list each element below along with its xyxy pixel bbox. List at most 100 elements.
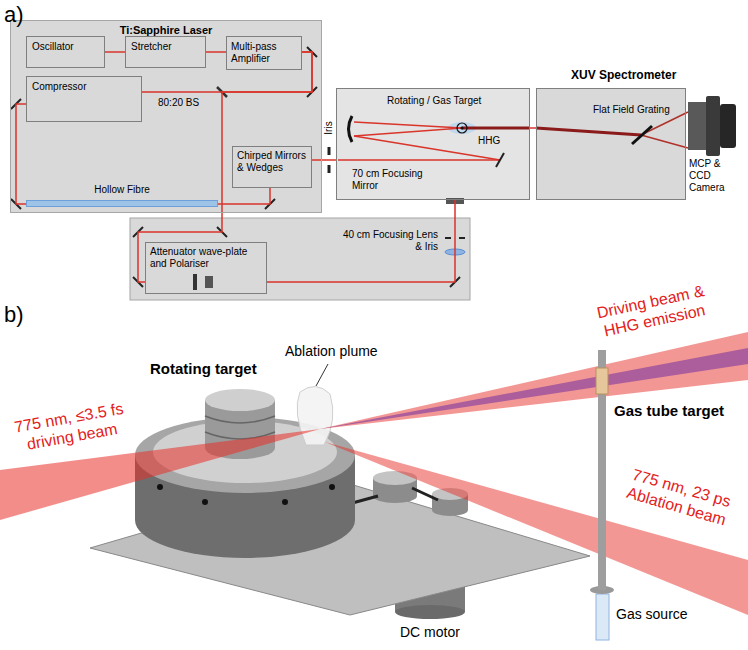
- beam-path: [206, 51, 226, 53]
- part-label: DC motor: [400, 624, 460, 641]
- beam-splitter: [217, 87, 227, 97]
- component-box: Compressor: [26, 76, 142, 122]
- lens-symbol: [445, 249, 465, 255]
- chamber-optics: [496, 153, 504, 167]
- camera-symbol: [688, 96, 736, 156]
- chamber-optics: [354, 136, 500, 160]
- rotating-target: [205, 400, 275, 448]
- ablation-plume: [297, 386, 333, 445]
- rotating-target: [153, 421, 337, 483]
- camera-symbol: [720, 104, 736, 148]
- pulley: [373, 478, 417, 496]
- component-label: MCP & CCD Camera: [689, 158, 743, 194]
- spectrometer-optics: [632, 126, 652, 144]
- base-plate: [90, 478, 590, 615]
- rotating-target: [135, 482, 355, 558]
- component-label: 80:20 BS: [158, 97, 199, 109]
- component-box: Multi-pass Amplifier: [226, 36, 302, 70]
- box-label: Oscillator: [32, 41, 99, 53]
- rotating-target: [135, 389, 355, 558]
- box-fill: [26, 200, 218, 207]
- box-fill: [10, 20, 322, 213]
- spectrometer-optics: [536, 128, 641, 135]
- pulley: [432, 504, 468, 516]
- spectrometer-optics: [536, 112, 688, 148]
- chamber-optics: [349, 116, 353, 142]
- part-label: Ablation plume: [285, 343, 378, 360]
- lens-symbol: [459, 237, 465, 239]
- attenuator-symbol: [193, 274, 197, 290]
- component-box: Oscillator: [26, 36, 105, 68]
- component-label: Iris: [323, 116, 335, 140]
- beam-panel: [130, 218, 470, 300]
- pulley: [412, 488, 438, 500]
- mirror-symbol: [133, 277, 143, 287]
- box-fill: [125, 36, 206, 68]
- box-fill: [226, 36, 302, 70]
- laser-beams: [0, 332, 748, 615]
- component-label: 40 cm Focusing Lens & Iris: [336, 229, 438, 253]
- mirror-symbol: [450, 277, 460, 287]
- component-box: Chirped Mirrors & Wedges: [232, 146, 312, 188]
- base-plate: [90, 478, 590, 615]
- box-label: Multi-pass Amplifier: [231, 41, 297, 65]
- rotating-target: [205, 437, 275, 459]
- box-sublabel: Flat Field Grating: [593, 104, 685, 116]
- beam-path: [142, 52, 312, 92]
- part-label: Gas source: [616, 606, 688, 623]
- rotating-target: [282, 499, 288, 505]
- box-label: Rotating / Gas Target: [387, 95, 529, 107]
- dc-motor: [395, 585, 465, 612]
- box-label: Compressor: [32, 81, 136, 93]
- spectrometer-optics: [641, 135, 688, 148]
- beam-label: 775 nm, ≤3.5 fs driving beam: [6, 397, 136, 456]
- pulley: [373, 471, 417, 485]
- component-label: HHG: [478, 135, 500, 147]
- gas-tube: [596, 350, 608, 590]
- leader-line: [316, 364, 328, 386]
- chamber-optics: [457, 123, 467, 133]
- rotating-target: [202, 499, 208, 505]
- leader-line: [316, 364, 328, 386]
- mirror-symbol: [217, 227, 227, 237]
- rotating-target: [157, 484, 163, 490]
- dc-motor: [395, 585, 465, 619]
- ablation-plume: [297, 386, 333, 445]
- box-fill: [336, 88, 530, 200]
- dc-motor: [395, 605, 465, 619]
- chamber-optics: [460, 126, 463, 129]
- attenuator-box: Attenuator wave-plate and Polariser: [145, 242, 267, 294]
- rotating-target: [205, 389, 275, 411]
- pulley: [345, 471, 468, 516]
- gas-source: [590, 586, 614, 594]
- beam-path: [16, 104, 26, 204]
- beam-label: 775 nm, 23 ps Ablation beam: [617, 462, 741, 531]
- panel-letter: b): [4, 302, 24, 328]
- gas-tube: [596, 368, 608, 394]
- laser-beams: [325, 442, 748, 615]
- part-label: Gas tube target: [614, 402, 724, 420]
- laser-beams: [320, 332, 748, 429]
- box-fill: [536, 88, 686, 200]
- pulley: [432, 494, 468, 510]
- component-label: 70 cm Focusing Mirror: [352, 168, 432, 192]
- box-fill: [26, 76, 142, 122]
- box-fill: [26, 36, 105, 68]
- mirror-symbol: [265, 199, 275, 209]
- rotating-target: [135, 455, 355, 520]
- mirror-symbol: [11, 199, 21, 209]
- mirror-symbol: [307, 47, 317, 57]
- beam-path: [138, 52, 312, 282]
- panel-letter: a): [4, 2, 24, 28]
- box-label: Hollow Fibre: [27, 184, 217, 196]
- box-fill: [145, 242, 267, 294]
- iris-symbol: [328, 165, 331, 173]
- hollow-fibre: Hollow Fibre: [26, 200, 218, 207]
- rotating-target: [205, 432, 275, 439]
- gas-tube: [598, 350, 606, 590]
- mirror-symbol: [307, 87, 317, 97]
- chamber-optics: [448, 122, 476, 134]
- pulley: [432, 488, 468, 500]
- box-fill: [232, 146, 312, 188]
- rotating-target: [135, 417, 355, 493]
